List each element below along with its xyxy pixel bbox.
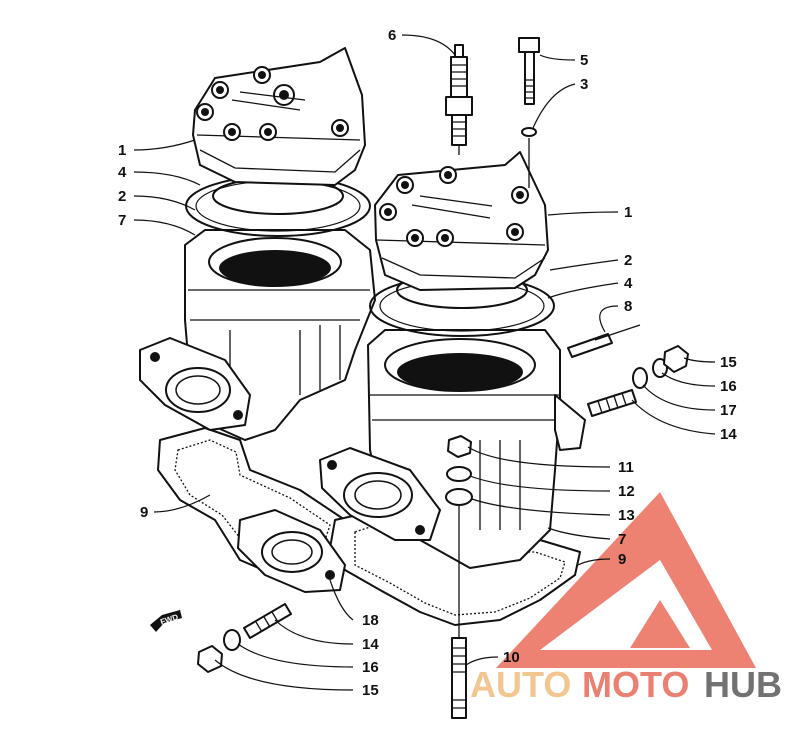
watermark-logo: AUTO MOTO HUB (470, 664, 782, 705)
callout-8: 8 (624, 298, 632, 315)
washer (521, 127, 537, 137)
callout-3: 3 (580, 76, 588, 93)
callout-10: 10 (503, 649, 520, 666)
nut-lower-left (197, 645, 223, 673)
spark-plug (445, 44, 473, 155)
stud-lower-left (243, 603, 292, 639)
watermark-auto: AUTO (470, 664, 571, 705)
callout-2-right: 2 (624, 252, 632, 269)
callout-6: 6 (388, 27, 396, 44)
lock-washer-center (446, 466, 472, 482)
callout-15-left: 15 (362, 682, 379, 699)
callout-11: 11 (618, 459, 634, 476)
stud-right (587, 389, 637, 417)
callout-2-left: 2 (118, 188, 126, 205)
callout-18: 18 (362, 612, 379, 629)
callout-14-right: 14 (720, 426, 737, 443)
long-stud (451, 637, 467, 719)
callout-13: 13 (618, 507, 635, 524)
washer-flat-right (632, 367, 648, 389)
callout-16-left: 16 (362, 659, 379, 676)
forward-arrow-icon: FWD (150, 610, 182, 632)
callout-9-left: 9 (140, 504, 148, 521)
flat-washer-center (445, 488, 473, 506)
callout-7-left: 7 (118, 212, 126, 229)
head-bolt (518, 37, 540, 105)
nut-right (663, 345, 689, 373)
callout-9-right: 9 (618, 551, 626, 568)
exhaust-flange-right (319, 447, 441, 541)
callout-1-left-head: 1 (118, 142, 126, 159)
watermark-hub: HUB (704, 664, 782, 705)
callout-5: 5 (580, 52, 588, 69)
callout-12: 12 (618, 483, 635, 500)
forward-arrow-label: FWD (159, 612, 179, 626)
leader-lines (133, 34, 716, 691)
callout-7-right: 7 (618, 531, 626, 548)
callout-17: 17 (720, 402, 737, 419)
nut-center (447, 435, 472, 458)
callout-15-right: 15 (720, 354, 737, 371)
callout-1-right-head: 1 (624, 204, 632, 221)
manifold-flange (237, 509, 346, 593)
head-gasket-left (185, 175, 371, 237)
cylinder-head-left (192, 47, 366, 186)
dowel-pin (567, 324, 641, 358)
washer-lower-left (223, 629, 241, 651)
callout-16-right: 16 (720, 378, 737, 395)
callout-4-right: 4 (624, 275, 633, 292)
callout-4-left: 4 (118, 164, 127, 181)
cylinder-mount-ear (554, 394, 586, 451)
exhaust-flange-left (139, 337, 251, 431)
watermark-moto: MOTO (582, 664, 689, 705)
cylinder-head-right (374, 151, 549, 291)
callout-labels: 1 4 2 7 6 5 3 1 2 4 8 15 16 17 14 11 12 … (118, 27, 737, 699)
callout-14-left: 14 (362, 636, 379, 653)
watermark-triangle (496, 492, 756, 668)
